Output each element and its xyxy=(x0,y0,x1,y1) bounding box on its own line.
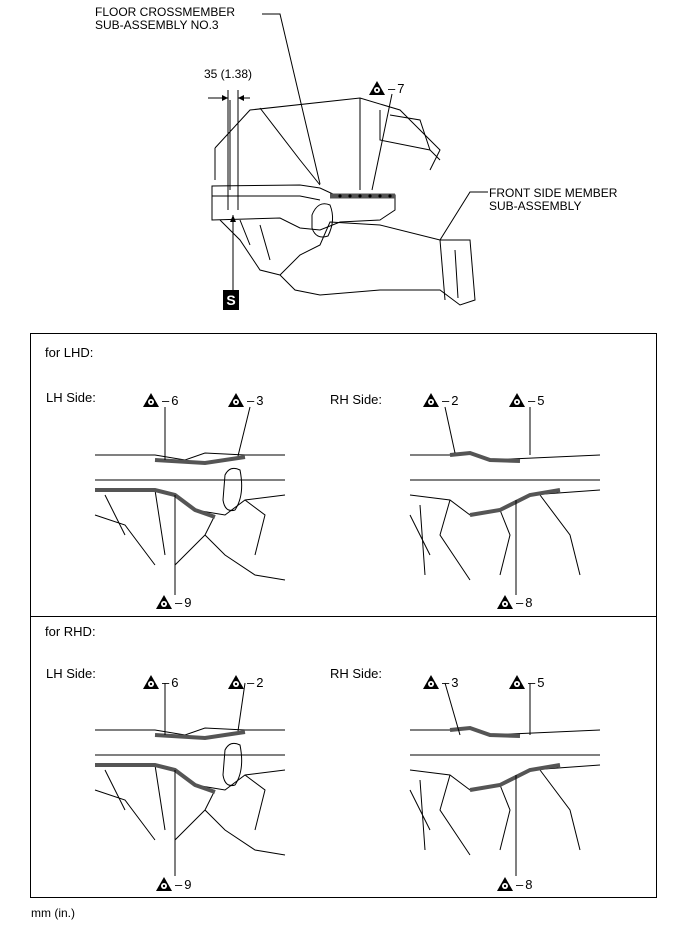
weld-triangle-icon xyxy=(497,595,513,609)
callout-number: 2 xyxy=(256,674,264,690)
callout-number: 8 xyxy=(525,876,533,892)
rhd-lh-callout-upper-right: –2 xyxy=(227,674,263,690)
weld-triangle-icon xyxy=(143,675,159,689)
callout-number: 2 xyxy=(451,392,459,408)
weld-triangle-icon xyxy=(143,393,159,407)
rhd-lh-callout-lower: –9 xyxy=(155,876,191,892)
rhd-panel xyxy=(30,616,657,898)
weld-triangle-icon xyxy=(509,675,525,689)
weld-triangle-icon xyxy=(156,595,172,609)
lhd-rh-side-label: RH Side: xyxy=(330,392,383,407)
weld-triangle-icon xyxy=(509,393,525,407)
callout-number: 9 xyxy=(184,594,192,610)
rhd-rh-side-label: RH Side: xyxy=(330,666,383,681)
lhd-lh-callout-lower: –9 xyxy=(155,594,191,610)
weld-triangle-icon xyxy=(228,393,244,407)
rhd-lh-view xyxy=(93,726,287,857)
lhd-rh-callout-upper-right: –5 xyxy=(508,392,544,408)
lhd-lh-callout-upper-left: –6 xyxy=(142,392,178,408)
weld-triangle-icon xyxy=(423,393,439,407)
callout-7: –7 xyxy=(368,80,404,96)
callout-number: 6 xyxy=(171,674,179,690)
units-label: mm (in.) xyxy=(31,906,75,920)
callout-number: 6 xyxy=(171,392,179,408)
weld-triangle-icon xyxy=(369,81,385,95)
callout-number: 3 xyxy=(256,392,264,408)
lhd-lh-callout-upper-right: –3 xyxy=(227,392,263,408)
s-symbol-icon: S xyxy=(223,290,239,310)
weld-triangle-icon xyxy=(156,877,172,891)
lhd-lh-view xyxy=(93,451,287,582)
rhd-rh-callout-upper-right: –5 xyxy=(508,674,544,690)
rhd-title: for RHD: xyxy=(45,624,96,639)
lhd-rh-callout-lower: –8 xyxy=(496,594,532,610)
weld-triangle-icon xyxy=(423,675,439,689)
front-member-label-line2: SUB-ASSEMBLY xyxy=(489,199,582,213)
callout-number: 8 xyxy=(525,594,533,610)
rhd-lh-side-label: LH Side: xyxy=(46,666,96,681)
front-member-label-line1: FRONT SIDE MEMBER xyxy=(489,186,618,200)
lhd-lh-side-label: LH Side: xyxy=(46,390,96,405)
dimension-label: 35 (1.38) xyxy=(204,67,253,81)
callout-number: 5 xyxy=(537,674,545,690)
lhd-rh-view xyxy=(408,451,602,582)
rhd-rh-view xyxy=(408,726,602,857)
weld-triangle-icon xyxy=(497,877,513,891)
callout-number: 9 xyxy=(184,876,192,892)
callout-number: 3 xyxy=(451,674,459,690)
callout-number: 5 xyxy=(537,392,545,408)
lhd-rh-callout-upper-left: –2 xyxy=(422,392,458,408)
crossmember-label-line2: SUB-ASSEMBLY NO.3 xyxy=(95,18,219,32)
crossmember-label-line1: FLOOR CROSSMEMBER xyxy=(95,5,236,19)
callout-7-number: 7 xyxy=(397,80,405,96)
main-assembly-illustration xyxy=(208,13,488,306)
weld-triangle-icon xyxy=(228,675,244,689)
rhd-lh-callout-upper-left: –6 xyxy=(142,674,178,690)
rhd-rh-callout-upper-left: –3 xyxy=(422,674,458,690)
lhd-title: for LHD: xyxy=(45,345,94,360)
rhd-rh-callout-lower: –8 xyxy=(496,876,532,892)
